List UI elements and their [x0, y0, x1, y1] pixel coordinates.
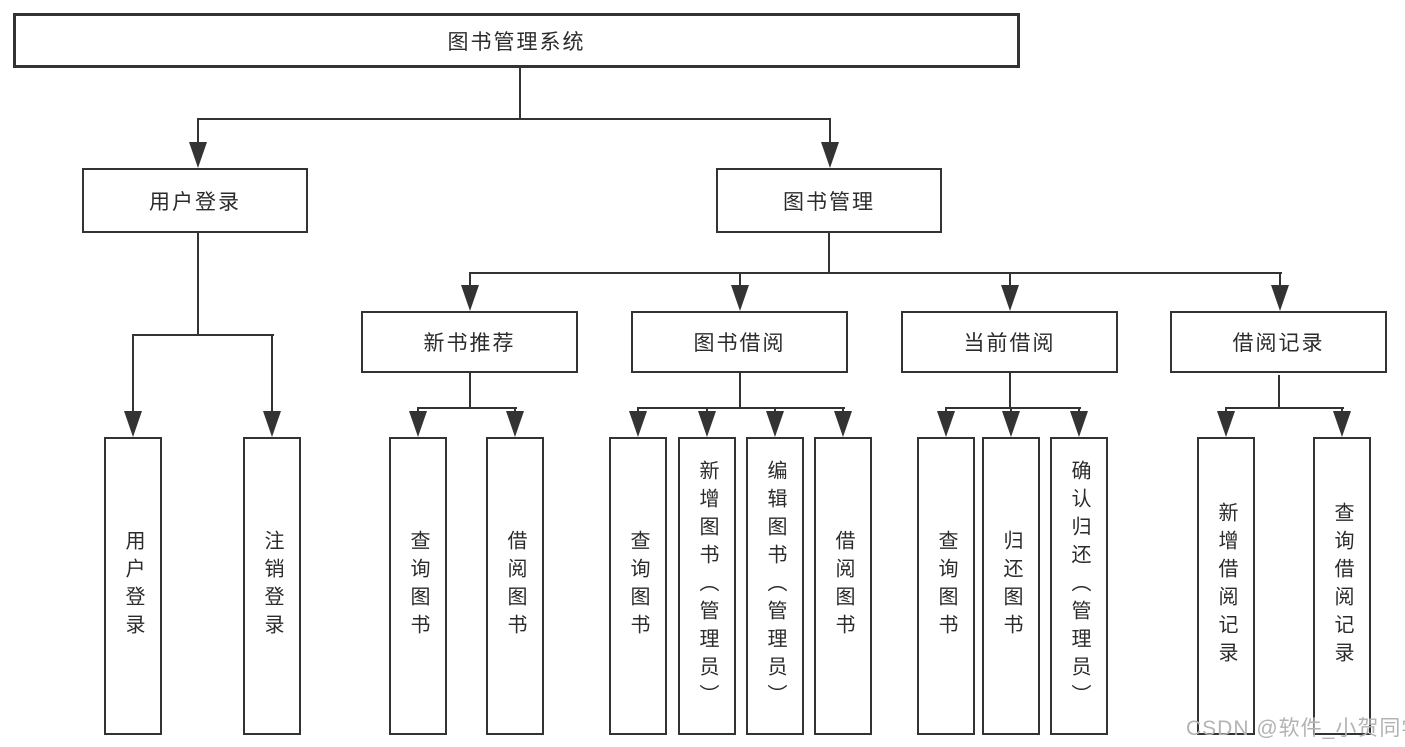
connector-new-book-branch	[417, 407, 517, 409]
leaf-user-login: 用户登录	[104, 437, 162, 735]
node-library-system-label: 图书管理系统	[447, 30, 586, 54]
arrowhead-leaf-query-3	[937, 411, 955, 437]
connector-to-leaf-user-login	[132, 334, 134, 414]
arrowhead-leaf-logout	[263, 411, 281, 437]
node-borrow-record: 借阅记录	[1170, 311, 1387, 373]
connector-to-user-login	[197, 118, 199, 150]
arrowhead-leaf-user-login	[124, 411, 142, 437]
arrowhead-book-management	[821, 142, 839, 168]
node-current-borrow: 当前借阅	[901, 311, 1118, 373]
connector-current-borrow-branch	[945, 407, 1081, 409]
leaf-user-login-label: 用户登录	[122, 530, 144, 642]
node-new-book-recommend: 新书推荐	[361, 311, 578, 373]
arrowhead-leaf-add-books	[698, 411, 716, 437]
leaf-edit-books-admin: 编辑图书（管理员）	[746, 437, 804, 735]
node-user-login: 用户登录	[82, 168, 308, 233]
leaf-query-borrow-record-label: 查询借阅记录	[1331, 502, 1353, 670]
leaf-query-books-3-label: 查询图书	[935, 530, 957, 642]
leaf-confirm-return-admin: 确认归还（管理员）	[1050, 437, 1108, 735]
arrowhead-leaf-query-2	[629, 411, 647, 437]
leaf-add-books-admin-label: 新增图书（管理员）	[696, 460, 718, 712]
node-book-management: 图书管理	[716, 168, 942, 233]
leaf-logout: 注销登录	[243, 437, 301, 735]
connector-borrow-record-stub	[1278, 375, 1280, 409]
node-book-management-label: 图书管理	[783, 190, 875, 214]
node-user-login-label: 用户登录	[149, 190, 241, 214]
csdn-watermark: CSDN @软件_小贺同学	[1186, 717, 1405, 740]
arrowhead-leaf-confirm-return	[1070, 411, 1088, 437]
arrowhead-new-book-recommend	[461, 285, 479, 311]
node-library-system: 图书管理系统	[13, 13, 1020, 68]
leaf-query-books-1-label: 查询图书	[407, 530, 429, 642]
arrowhead-current-borrow	[1001, 285, 1019, 311]
connector-user-login-branch	[132, 334, 274, 336]
leaf-add-borrow-record: 新增借阅记录	[1197, 437, 1255, 735]
connector-root-stub	[519, 68, 521, 118]
leaf-query-books-3: 查询图书	[917, 437, 975, 735]
arrowhead-book-borrow	[731, 285, 749, 311]
leaf-borrow-books-2: 借阅图书	[814, 437, 872, 735]
arrowhead-leaf-return	[1002, 411, 1020, 437]
connector-borrow-record-branch	[1225, 407, 1344, 409]
leaf-borrow-books-1-label: 借阅图书	[504, 530, 526, 642]
leaf-query-books-2-label: 查询图书	[627, 530, 649, 642]
connector-to-leaf-logout	[271, 334, 273, 414]
leaf-logout-label: 注销登录	[261, 530, 283, 642]
connector-to-book-borrow	[739, 272, 741, 292]
arrowhead-leaf-query-1	[409, 411, 427, 437]
leaf-query-books-1: 查询图书	[389, 437, 447, 735]
leaf-add-books-admin: 新增图书（管理员）	[678, 437, 736, 735]
leaf-edit-books-admin-label: 编辑图书（管理员）	[764, 460, 786, 712]
arrowhead-leaf-edit-books	[766, 411, 784, 437]
arrowhead-leaf-add-record	[1217, 411, 1235, 437]
arrowhead-leaf-borrow-1	[506, 411, 524, 437]
connector-to-current-borrow	[1009, 272, 1011, 292]
leaf-return-books-label: 归还图书	[1000, 530, 1022, 642]
leaf-add-borrow-record-label: 新增借阅记录	[1215, 502, 1237, 670]
leaf-return-books: 归还图书	[982, 437, 1040, 735]
arrowhead-leaf-borrow-2	[834, 411, 852, 437]
connector-current-borrow-stub	[1009, 373, 1011, 409]
leaf-borrow-books-1: 借阅图书	[486, 437, 544, 735]
connector-to-borrow-record	[1279, 272, 1281, 292]
arrowhead-leaf-query-record	[1333, 411, 1351, 437]
leaf-confirm-return-admin-label: 确认归还（管理员）	[1068, 460, 1090, 712]
connector-book-borrow-branch	[637, 407, 845, 409]
node-current-borrow-label: 当前借阅	[963, 332, 1056, 355]
node-new-book-recommend-label: 新书推荐	[423, 332, 516, 355]
connector-new-book-stub	[469, 373, 471, 409]
connector-book-borrow-stub	[739, 373, 741, 409]
connector-to-book-management	[829, 118, 831, 150]
leaf-query-books-2: 查询图书	[609, 437, 667, 735]
arrowhead-user-login	[189, 142, 207, 168]
node-book-borrow-label: 图书借阅	[693, 332, 786, 355]
leaf-borrow-books-2-label: 借阅图书	[832, 530, 854, 642]
connector-level1-branch	[197, 118, 831, 120]
arrowhead-borrow-record	[1271, 285, 1289, 311]
node-borrow-record-label: 借阅记录	[1232, 332, 1325, 355]
connector-user-login-stub	[197, 233, 199, 336]
connector-level2-branch	[469, 272, 1282, 274]
leaf-query-borrow-record: 查询借阅记录	[1313, 437, 1371, 735]
node-book-borrow: 图书借阅	[631, 311, 848, 373]
connector-to-new-book-recommend	[469, 272, 471, 292]
connector-book-management-stub	[828, 233, 830, 274]
